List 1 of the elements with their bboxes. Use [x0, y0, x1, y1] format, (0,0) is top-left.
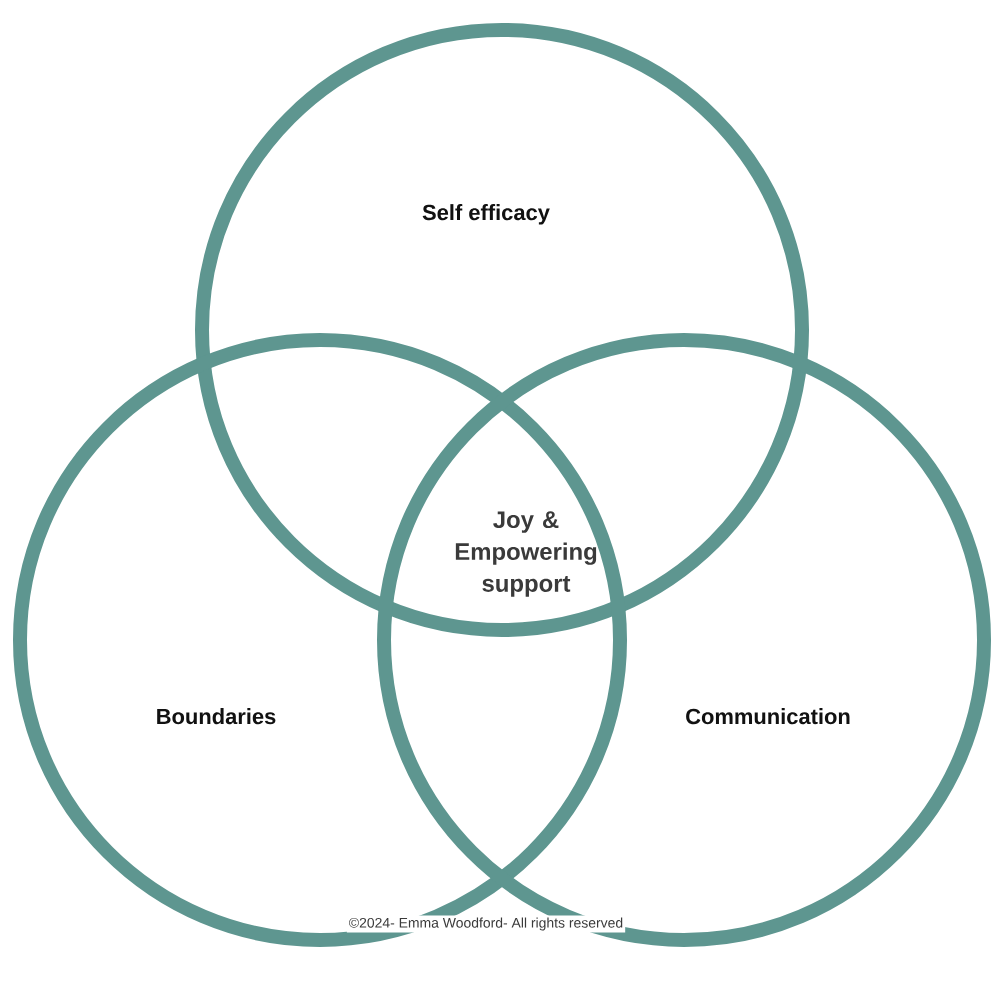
center-label: Joy & Empowering support	[455, 511, 597, 597]
